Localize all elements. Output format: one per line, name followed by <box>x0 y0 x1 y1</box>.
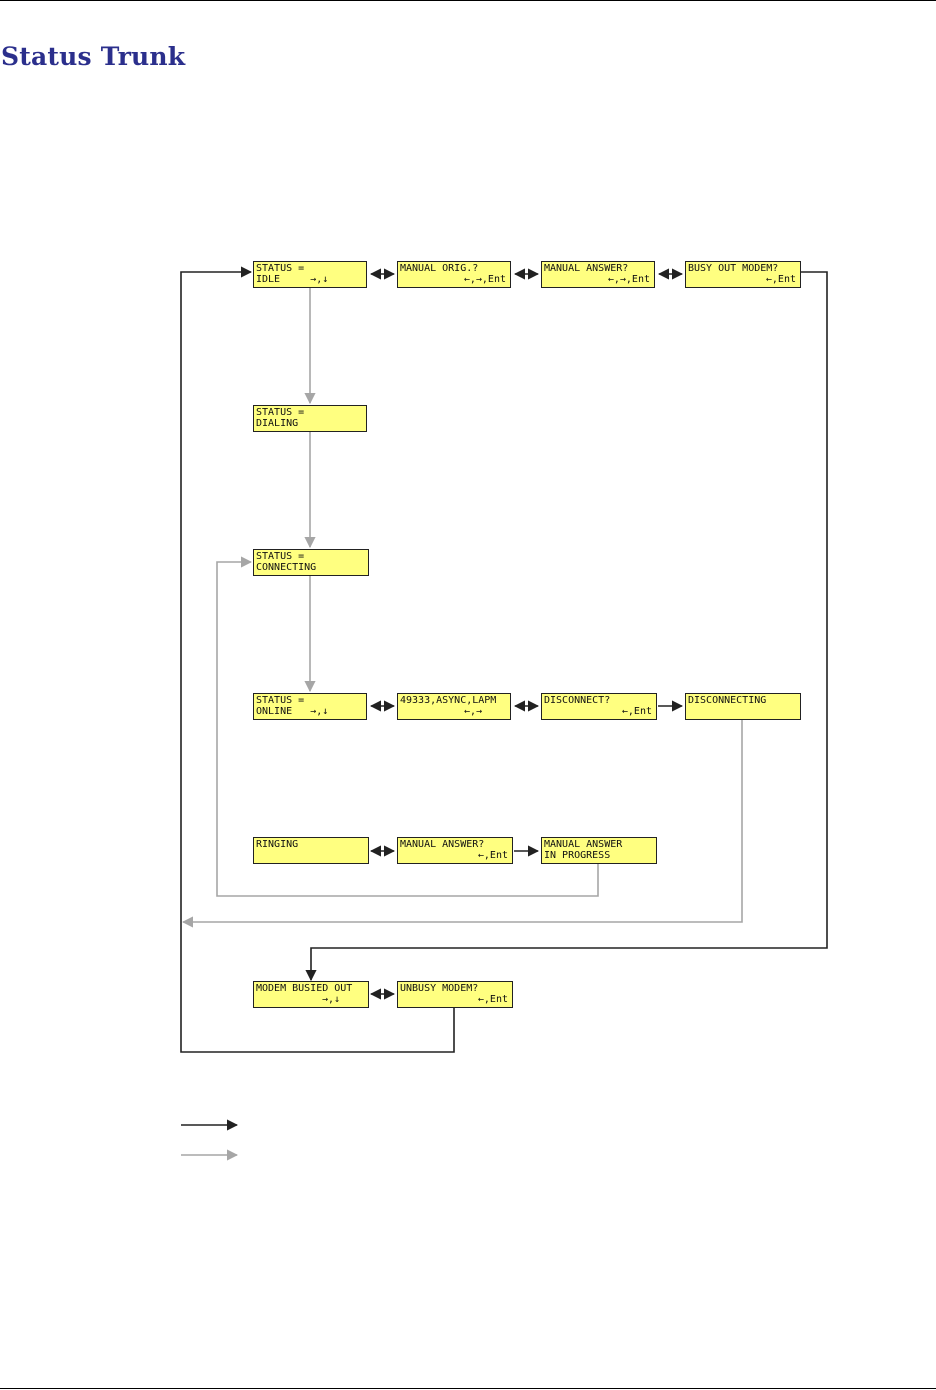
arrow-inprogress-connecting <box>216 556 599 897</box>
node-disconnect: DISCONNECT? ←,Ent <box>541 693 657 720</box>
arrow-unbusy-idle <box>180 266 455 1053</box>
node-modem-busied-out: MODEM BUSIED OUT →,↓ <box>253 981 369 1008</box>
node-unbusy-modem: UNBUSY MODEM? ←,Ent <box>397 981 513 1008</box>
node-line: MODEM BUSIED OUT <box>256 983 353 994</box>
node-line: ←,Ent <box>477 994 508 1005</box>
node-line: ←,Ent <box>477 850 508 861</box>
node-disconnecting: DISCONNECTING <box>685 693 801 720</box>
node-line: STATUS = <box>256 695 305 706</box>
node-status-online: STATUS = ONLINE →,↓ <box>253 693 367 720</box>
arrow-disconnecting-idle <box>181 720 743 928</box>
node-manual-answer-ringing: MANUAL ANSWER? ←,Ent <box>397 837 513 864</box>
node-line: 49333,ASYNC,LAPM <box>400 695 497 706</box>
top-rule <box>0 0 936 1</box>
node-line: DISCONNECTING <box>688 695 767 706</box>
page-title: Status Trunk <box>1 42 186 71</box>
bottom-rule <box>0 1388 936 1389</box>
node-line: ONLINE →,↓ <box>256 706 329 717</box>
node-line: CONNECTING <box>256 562 317 573</box>
node-line: →,↓ <box>321 994 340 1005</box>
node-ringing: RINGING <box>253 837 369 864</box>
node-line: ←,Ent <box>765 274 796 285</box>
node-line: MANUAL ANSWER? <box>544 263 629 274</box>
node-line: RINGING <box>256 839 299 850</box>
node-status-connecting: STATUS = CONNECTING <box>253 549 369 576</box>
node-line: STATUS = <box>256 551 305 562</box>
node-status-idle: STATUS = IDLE →,↓ <box>253 261 367 288</box>
node-line: IN PROGRESS <box>544 850 611 861</box>
node-line: ←,→,Ent <box>607 274 650 285</box>
node-line: MANUAL ORIG.? <box>400 263 479 274</box>
node-line: ←,→,Ent <box>463 274 506 285</box>
node-line: DISCONNECT? <box>544 695 611 706</box>
node-line: UNBUSY MODEM? <box>400 983 479 994</box>
node-line: STATUS = <box>256 263 305 274</box>
node-line: MANUAL ANSWER <box>544 839 623 850</box>
node-line: MANUAL ANSWER? <box>400 839 485 850</box>
node-line: STATUS = <box>256 407 305 418</box>
node-manual-answer: MANUAL ANSWER? ←,→,Ent <box>541 261 655 288</box>
node-line <box>256 851 366 862</box>
node-manual-orig: MANUAL ORIG.? ←,→,Ent <box>397 261 511 288</box>
node-line: BUSY OUT MODEM? <box>688 263 779 274</box>
node-manual-answer-in-progress: MANUAL ANSWER IN PROGRESS <box>541 837 657 864</box>
node-line: IDLE →,↓ <box>256 274 329 285</box>
node-line <box>688 707 798 718</box>
node-line: ←,→ <box>463 706 482 717</box>
node-line: ←,Ent <box>621 706 652 717</box>
node-connection-info: 49333,ASYNC,LAPM ←,→ <box>397 693 511 720</box>
node-line: DIALING <box>256 418 299 429</box>
node-busy-out-modem: BUSY OUT MODEM? ←,Ent <box>685 261 801 288</box>
arrow-busyout-busied <box>305 271 828 982</box>
node-status-dialing: STATUS = DIALING <box>253 405 367 432</box>
